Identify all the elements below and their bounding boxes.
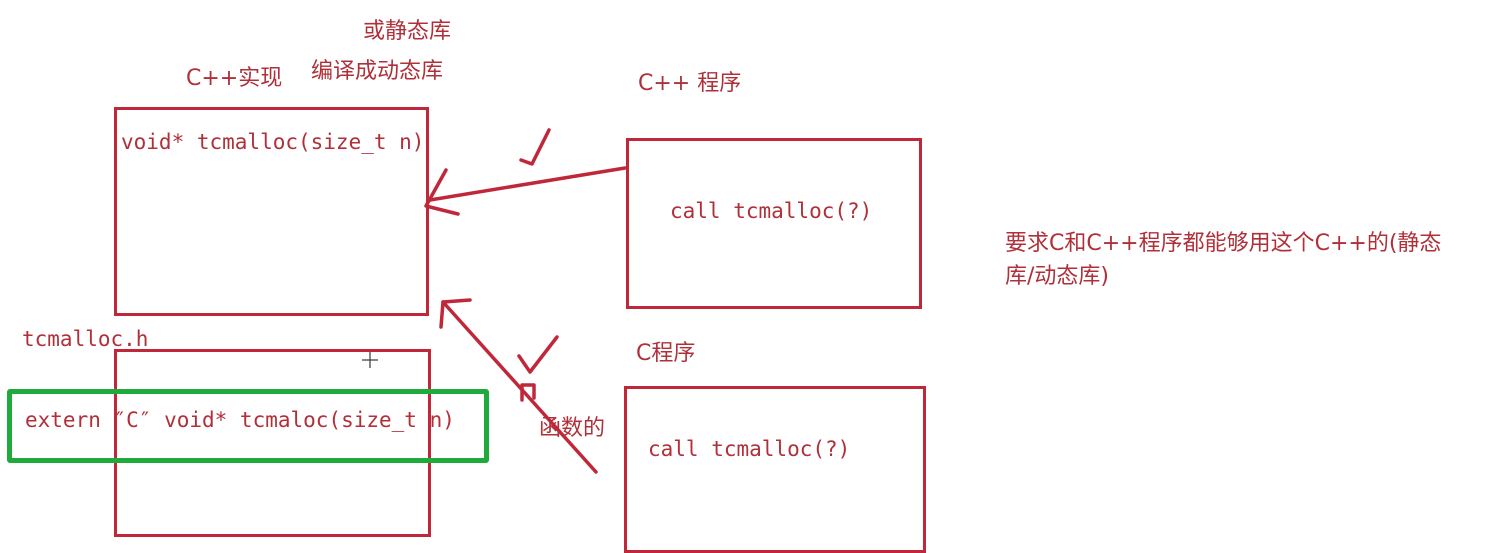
c-program-title: C程序 (636, 341, 696, 366)
cpp-call-arrowhead (424, 168, 460, 216)
requirement-note-line1: 要求C和C++程序都能够用这个C++的(静态 (1005, 231, 1442, 256)
check-mark-icon (517, 335, 559, 374)
cpp-program-box (626, 138, 922, 309)
cursor-crosshair-icon (362, 352, 378, 368)
extern-c-highlight (7, 389, 489, 463)
requirement-note-line2: 库/动态库) (1005, 264, 1109, 289)
stroke-fragment (520, 383, 536, 402)
c-program-box (624, 386, 926, 553)
cpp-program-title: C++ 程序 (638, 71, 742, 96)
compile-dynamic-label: 编译成动态库 (311, 59, 444, 84)
cpp-implementation-title: C++实现 (186, 66, 283, 91)
header-file-box (114, 349, 431, 537)
check-mark-icon (519, 128, 551, 166)
header-file-label: tcmalloc.h (22, 327, 149, 351)
c-call-statement: call tcmalloc(?) (648, 437, 851, 461)
cpp-implementation-box (114, 107, 429, 316)
c-call-arrow (441, 300, 598, 474)
c-call-arrowhead (439, 298, 472, 329)
cpp-call-arrow (428, 166, 627, 202)
static-lib-label: 或静态库 (363, 19, 452, 44)
extern-c-declaration: extern ″C″ void* tcmaloc(size_t n) (25, 408, 455, 432)
function-fragment-label: 函数的 (539, 416, 606, 441)
cpp-call-statement: call tcmalloc(?) (670, 199, 873, 223)
impl-function-signature: void* tcmalloc(size_t n) (121, 130, 425, 154)
